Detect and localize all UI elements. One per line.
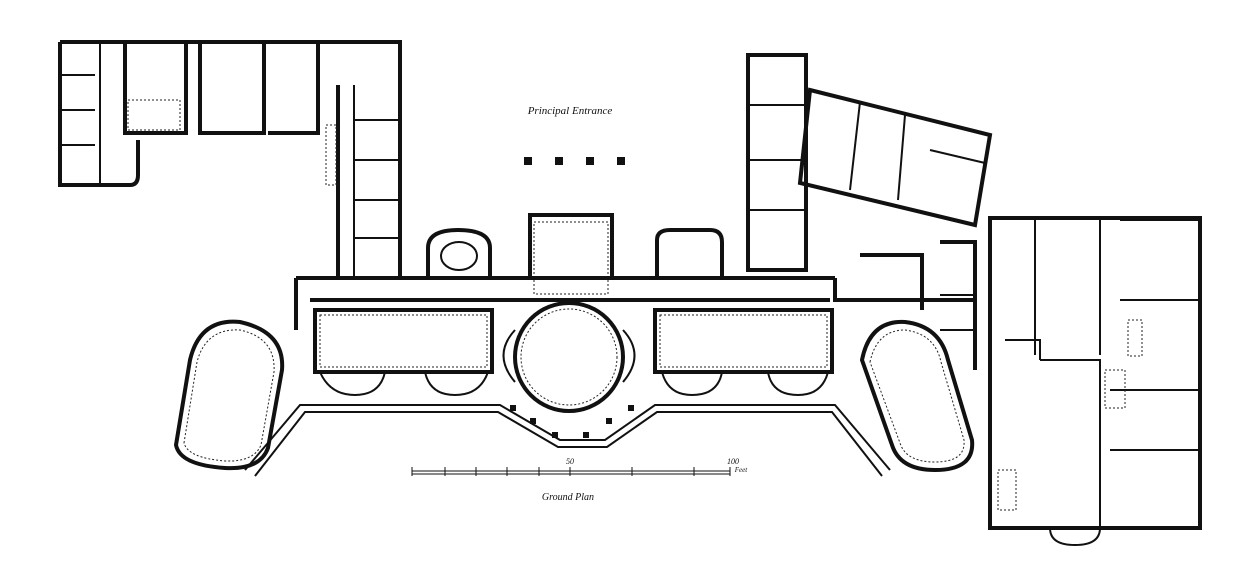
entrance-hall <box>528 213 614 295</box>
northwest-wing <box>58 40 402 280</box>
west-state-room <box>313 308 494 397</box>
far-east-block <box>988 216 1202 547</box>
south-terrace <box>244 404 891 477</box>
scale-unit: Feet <box>734 466 748 474</box>
scale-mark-50: 50 <box>566 457 574 466</box>
west-oval-pavilion <box>173 319 285 471</box>
ground-plan-label: Ground Plan <box>542 492 594 503</box>
east-state-room <box>653 308 834 397</box>
scale-bar: 50 100 Feet <box>411 457 748 476</box>
east-service-block <box>833 240 977 370</box>
principal-entrance-label: Principal Entrance <box>527 105 613 117</box>
scale-mark-100: 100 <box>727 457 739 466</box>
circular-staircase <box>426 227 492 278</box>
east-oval-pavilion <box>859 319 975 473</box>
northeast-wing <box>746 53 993 272</box>
portico-columns <box>524 157 625 165</box>
central-rotunda <box>502 301 636 413</box>
main-corridor <box>294 228 835 330</box>
